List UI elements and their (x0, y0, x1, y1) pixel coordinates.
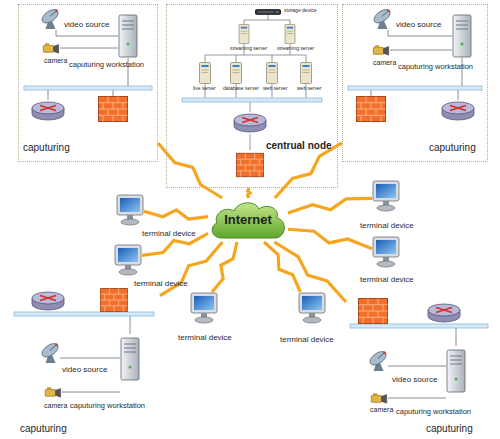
node-label: video source (396, 21, 441, 29)
group-heading: caputuring (23, 143, 70, 153)
wireless-link (288, 198, 372, 213)
node-label: camera (44, 57, 67, 64)
monitor-icon (373, 237, 399, 267)
router-icon (32, 102, 64, 120)
server-icon (239, 24, 249, 43)
storage-icon (255, 10, 280, 15)
firewall-icon (236, 153, 263, 176)
terminal-device: terminal device (298, 292, 326, 324)
node-label: video source (64, 21, 109, 29)
node-label: terminal device (178, 334, 232, 342)
wireless-link (274, 242, 346, 302)
wireless-link (212, 242, 237, 292)
wireless-link (144, 210, 208, 219)
network-cable (60, 316, 130, 392)
wireless-link (288, 229, 372, 248)
node-label: storage device (284, 8, 317, 13)
workstation-tower (119, 15, 137, 57)
monitor-icon (117, 195, 143, 225)
node-label: streaming server (277, 46, 314, 51)
terminal-device: terminal device (372, 236, 400, 268)
network-bus (182, 98, 322, 102)
capture-site-group: video source cameracaputuring workstation… (346, 290, 492, 436)
server-icon (301, 63, 312, 84)
satellite-dish (372, 7, 393, 29)
node-label: terminal device (360, 222, 414, 230)
monitor-icon (115, 245, 141, 275)
firewall-icon (357, 97, 386, 122)
group-heading: caputuring (20, 424, 67, 434)
camera-icon (371, 393, 386, 403)
node-label: camera (370, 406, 393, 413)
node-label: video source (62, 366, 107, 374)
camera-icon (45, 387, 60, 397)
node-label: camera (44, 402, 67, 409)
network-bus (14, 312, 154, 316)
firewall-icon (99, 97, 128, 122)
firewall-icon (359, 299, 388, 324)
satellite-dish (368, 349, 389, 371)
server-icon (267, 63, 278, 84)
node-label: terminal device (134, 280, 188, 288)
monitor-icon (299, 293, 325, 323)
node-label: terminal device (360, 276, 414, 284)
camera-icon (43, 43, 58, 53)
server-icon (285, 24, 295, 43)
terminal-device: terminal device (372, 180, 400, 212)
network-bus (348, 86, 482, 90)
router-icon (234, 114, 266, 132)
monitor-icon (191, 293, 217, 323)
node-label: database server (223, 86, 259, 91)
terminal-device: terminal device (114, 244, 142, 276)
internet-cloud: Internet (208, 198, 288, 242)
server-icon (231, 63, 242, 84)
monitor-icon (373, 181, 399, 211)
terminal-device: terminal device (116, 194, 144, 226)
firewall-icon (101, 288, 128, 311)
capture-site-group: video source cameracaputuring workstation… (18, 4, 158, 162)
group-heading: centrual node (266, 141, 332, 151)
group-heading: caputuring (429, 143, 476, 153)
router-icon (442, 102, 474, 120)
server-icon (200, 63, 211, 84)
wireless-link (248, 188, 250, 198)
node-label: caputuring workstation (396, 408, 471, 416)
node-label: terminal device (142, 230, 196, 238)
node-label: web server (263, 86, 287, 91)
workstation-tower (453, 15, 471, 57)
node-label: Internet (224, 213, 272, 226)
central-node-group: storage device streaming server streaming … (166, 4, 338, 188)
workstation-tower (447, 350, 465, 392)
wireless-link (275, 143, 342, 198)
workstation-tower (121, 338, 139, 380)
network-cable (205, 15, 306, 150)
cloud-outline (212, 203, 284, 238)
network-bus (24, 86, 152, 90)
node-label: terminal device (280, 336, 334, 344)
router-icon (32, 292, 64, 310)
router-icon (428, 304, 460, 322)
wireless-link (158, 143, 222, 198)
network-cable (388, 328, 456, 398)
satellite-dish (40, 7, 61, 29)
node-label: camera (373, 59, 396, 66)
node-label: live server (193, 86, 216, 91)
node-label: web server (297, 86, 321, 91)
satellite-dish (40, 341, 61, 363)
node-label: caputuring workstation (70, 402, 145, 410)
group-heading: caputuring (426, 424, 473, 434)
node-label: caputuring workstation (69, 61, 144, 69)
terminal-device: terminal device (190, 292, 218, 324)
node-label: streaming server (230, 46, 267, 51)
camera-icon (373, 45, 388, 55)
capture-site-group: video source cameracaputuring workstation… (342, 4, 488, 162)
node-label: video source (392, 376, 437, 384)
wireless-link (264, 242, 300, 292)
node-label: caputuring workstation (398, 63, 473, 71)
network-bus (350, 324, 488, 328)
capture-site-group: video source cameracaputuring workstation… (10, 284, 160, 436)
